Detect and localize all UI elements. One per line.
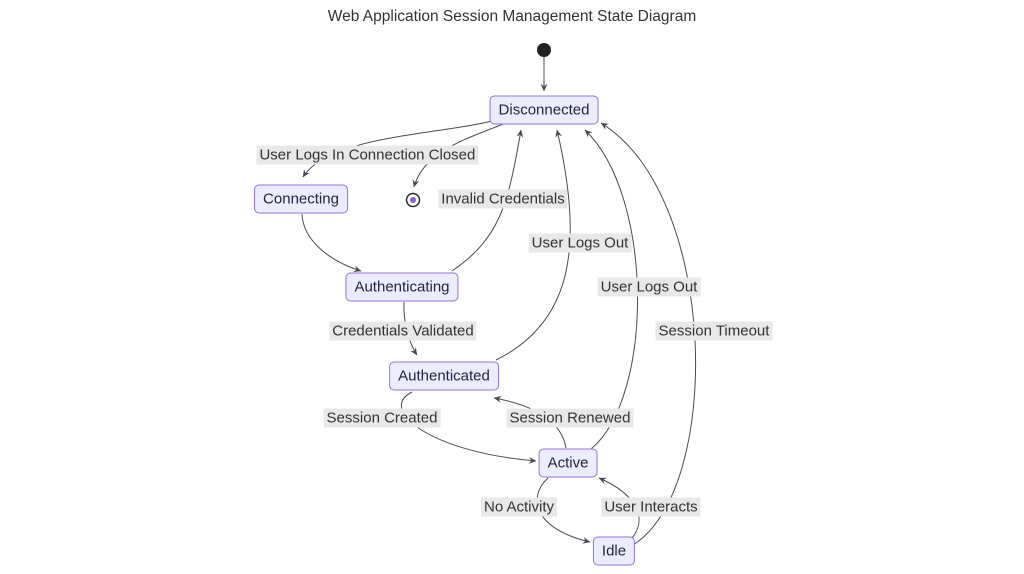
- state-disconnected: Disconnected: [489, 95, 599, 125]
- state-connecting: Connecting: [254, 184, 348, 214]
- edge-authenticated-to-disconnected: [495, 129, 571, 361]
- state-active: Active: [538, 448, 598, 478]
- edge-label-no-activity: No Activity: [480, 497, 558, 517]
- edge-label-user-logs-out-authenticated: User Logs Out: [528, 233, 632, 253]
- edge-label-user-logs-out-active: User Logs Out: [597, 277, 701, 297]
- edge-label-invalid-credentials: Invalid Credentials: [438, 189, 568, 209]
- final-state-icon: [405, 192, 421, 208]
- edge-label-user-logs-in: User Logs In: [256, 145, 348, 165]
- edge-authenticating-to-disconnected: [451, 129, 524, 272]
- state-idle: Idle: [592, 536, 636, 566]
- state-authenticated: Authenticated: [389, 361, 499, 391]
- edge-connecting-to-authenticating: [301, 213, 362, 273]
- edge-authenticated-to-active: [400, 391, 537, 464]
- state-authenticating: Authenticating: [345, 272, 459, 302]
- edge-label-session-renewed: Session Renewed: [506, 408, 634, 428]
- edge-label-connection-closed: Connection Closed: [345, 145, 479, 165]
- diagram-title: Web Application Session Management State…: [327, 8, 697, 25]
- initial-state-icon: [537, 43, 551, 57]
- edge-label-session-timeout: Session Timeout: [655, 321, 773, 341]
- edge-label-session-created: Session Created: [323, 408, 441, 428]
- edge-label-credentials-validated: Credentials Validated: [329, 321, 477, 341]
- edge-label-user-interacts: User Interacts: [601, 497, 701, 517]
